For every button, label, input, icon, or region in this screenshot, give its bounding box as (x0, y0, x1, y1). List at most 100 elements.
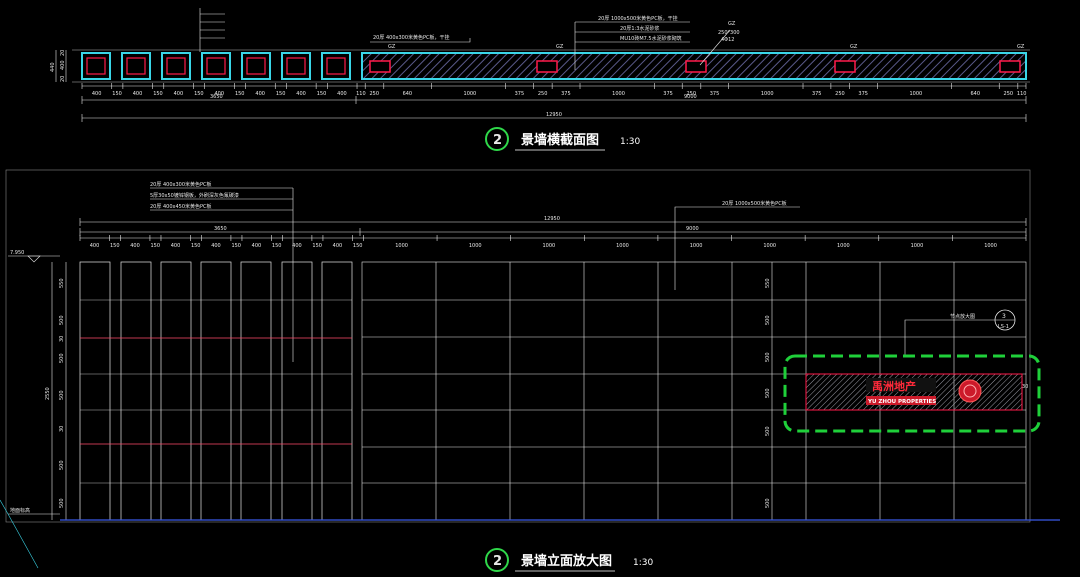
dim-value: 150 (276, 91, 286, 97)
dim-value: 1000 (612, 91, 625, 97)
elevation-pilasters (79, 261, 353, 521)
gz-label: GZ (556, 44, 564, 50)
dim-value: 150 (150, 243, 160, 249)
dim-value: 400 (130, 243, 140, 249)
dim-value: 1000 (761, 91, 774, 97)
dim-value: 1000 (616, 243, 629, 249)
elev-left-dim: 500 (59, 498, 65, 508)
elev-callout-1: 20厚 400x300米黄色PC板 (150, 181, 212, 188)
detail-ref-marker: 3 LS-1 (994, 309, 1016, 331)
elev-right-dim: 500 (765, 352, 771, 362)
elevation-right-dims: 550 500 500 500 500 500 (765, 262, 773, 520)
dim-value: 640 (970, 91, 980, 97)
plan-callout-b1: 20厚 1000x500米黄色PC板，干挂 (598, 15, 678, 22)
dim-value: 1000 (542, 243, 555, 249)
dim-value: 1000 (910, 91, 923, 97)
dim-value: 375 (561, 91, 571, 97)
plan-title-block: 2 景墙横截面图 1:30 (485, 127, 640, 151)
dim-value: 150 (231, 243, 241, 249)
dim-value: 150 (194, 91, 204, 97)
dim-value: 1000 (984, 243, 997, 249)
dim-value: 375 (858, 91, 868, 97)
plan-callouts (199, 8, 731, 70)
dim-value: 150 (235, 91, 245, 97)
dim-value: 400 (333, 243, 343, 249)
plan-detail-number: 2 (493, 133, 502, 148)
dim-value: 400 (211, 243, 221, 249)
logo-text-en: YU ZHOU PROPERTIES (867, 399, 936, 405)
elevation-callouts (150, 187, 995, 362)
elev-detail-number: 2 (493, 554, 502, 569)
dim-value: 110 (356, 91, 366, 97)
gz-size-label: 250*300 (718, 30, 740, 36)
plan-dim-row-overall (81, 96, 1027, 122)
logo-emblem-icon (958, 379, 982, 403)
elev-left-dim: 500 (59, 390, 65, 400)
logo-sign: 禹洲地产 YU ZHOU PROPERTIES 30 (783, 354, 1041, 433)
dim-value: 400 (92, 91, 102, 97)
dim-value: 250 (538, 91, 548, 97)
dim-value: 400 (337, 91, 347, 97)
plan-long-wall (361, 52, 1027, 80)
logo-en-bg (866, 396, 936, 405)
highlight-frame (783, 354, 1041, 433)
dim-value: 110 (1017, 91, 1027, 97)
dim-value: 150 (153, 91, 163, 97)
elev-dim-overall: 12950 (544, 216, 560, 222)
dim-value: 150 (272, 243, 282, 249)
plan-left-dim: 20 (60, 50, 66, 56)
plan-pilasters (81, 52, 351, 80)
elevation-dims-top (79, 218, 1027, 236)
elev-left-dim: 500 (59, 460, 65, 470)
dim-value: 1000 (763, 243, 776, 249)
logo-cn-bg (866, 378, 936, 392)
elev-left-total: 2550 (45, 387, 51, 400)
dim-value: 400 (171, 243, 181, 249)
detail-number-circle (485, 548, 509, 572)
elevation-panel-wall (361, 261, 1027, 521)
level-ground: 地面标高 (10, 507, 30, 514)
dim-value: 400 (215, 91, 225, 97)
dim-value: 150 (353, 243, 363, 249)
dim-value: 1000 (911, 243, 924, 249)
elev-left-dim: 30 (59, 336, 65, 342)
plan-left-dim: 20 (60, 76, 66, 82)
elevation-scale: 1:30 (633, 558, 653, 568)
dim-value: 1000 (395, 243, 408, 249)
dim-value: 400 (90, 243, 100, 249)
gz-label: GZ (388, 44, 396, 50)
dim-value: 250 (835, 91, 845, 97)
detail-ref-number: 3 (1002, 313, 1006, 320)
dim-value: 1000 (837, 243, 850, 249)
dim-value: 400 (296, 91, 306, 97)
elevation-title: 景墙立面放大图 (521, 553, 612, 569)
dim-value: 150 (317, 91, 327, 97)
detail-ref-sheet: LS-1 (998, 324, 1009, 330)
elevation-title-block: 2 景墙立面放大图 1:30 (485, 548, 653, 572)
dim-value: 150 (312, 243, 322, 249)
elevation-left-dims: 550 500 30 500 500 30 500 500 2550 (45, 262, 67, 520)
plan-left-dim: 400 (60, 60, 66, 70)
elevation-frame (5, 169, 1031, 523)
dim-value: 150 (112, 91, 122, 97)
dim-value: 250 (1004, 91, 1014, 97)
dim-value: 1000 (690, 243, 703, 249)
dim-value: 150 (191, 243, 201, 249)
plan-callout-a: 20厚 400x300米黄色PC板，干挂 (373, 34, 450, 41)
detail-ref-label: 节点放大图 (950, 313, 975, 320)
logo-text-cn: 禹洲地产 (872, 379, 916, 393)
dim-value: 375 (710, 91, 720, 97)
elev-left-dim: 30 (59, 426, 65, 432)
plan-dim-left-group: 3650 (210, 94, 223, 100)
plan-scale: 1:30 (620, 137, 640, 147)
dim-value: 640 (403, 91, 413, 97)
dim-value: 400 (133, 91, 143, 97)
plan-left-dims: 20 400 20 440 (50, 50, 67, 82)
dim-value: 150 (110, 243, 120, 249)
dim-value: 375 (515, 91, 525, 97)
elevation-level-marks: 7.950 地面标高 (0, 250, 60, 569)
